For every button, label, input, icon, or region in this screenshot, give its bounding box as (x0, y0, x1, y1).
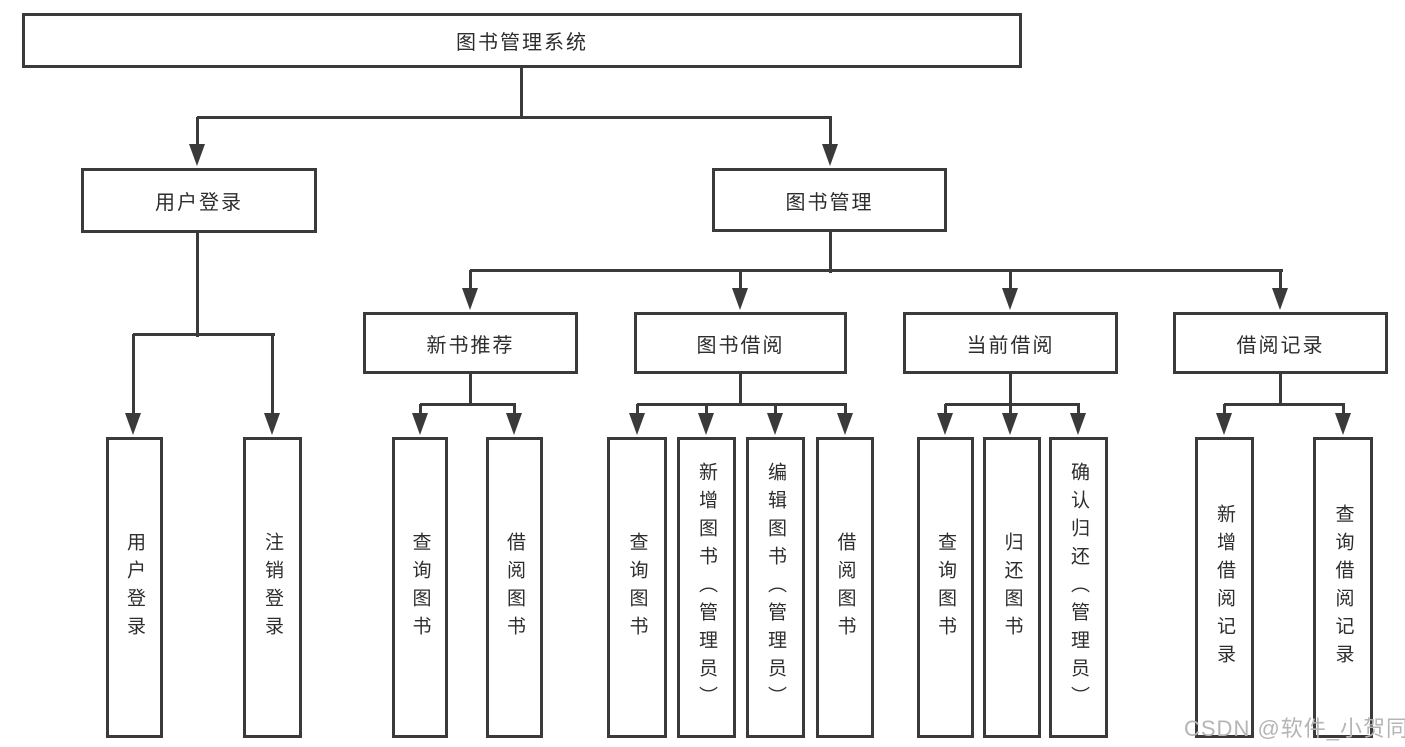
arrow-down-icon (1002, 413, 1018, 435)
arrow-down-icon (462, 288, 478, 310)
node-leaf-user-login: 用户登录 (106, 437, 163, 738)
connector-line (470, 268, 1283, 272)
node-new-book-recommend-label: 新书推荐 (426, 334, 515, 357)
connector-line (1008, 404, 1012, 421)
node-leaf-recommend-query-books: 查询图书 (392, 437, 448, 738)
connector-line (943, 404, 947, 421)
node-leaf-edit-books-admin-label: 编辑图书（管理员） (765, 461, 786, 714)
connector-line (270, 334, 274, 421)
node-book-management: 图书管理 (712, 168, 947, 232)
arrow-down-icon (837, 413, 853, 435)
node-user-login: 用户登录 (81, 168, 317, 233)
connector-line (828, 232, 832, 273)
node-leaf-recommend-query-books-label: 查询图书 (409, 531, 431, 644)
connector-line (1224, 402, 1345, 406)
node-borrow-records: 借阅记录 (1173, 312, 1388, 374)
arrow-down-icon (767, 413, 783, 435)
connector-line (1008, 374, 1012, 406)
arrow-down-icon (1002, 288, 1018, 310)
arrow-down-icon (822, 144, 838, 166)
node-user-login-label: 用户登录 (155, 192, 243, 214)
connector-line (420, 402, 516, 406)
node-leaf-lend-books-label: 借阅图书 (834, 531, 856, 644)
node-leaf-user-login-label: 用户登录 (124, 531, 145, 644)
connector-line (773, 404, 777, 421)
node-library-management-system: 图书管理系统 (22, 13, 1022, 68)
arrow-down-icon (698, 413, 714, 435)
node-leaf-confirm-return-admin-label: 确认归还（管理员） (1068, 461, 1089, 714)
node-borrow-records-label: 借阅记录 (1236, 334, 1325, 357)
connector-line (738, 270, 742, 296)
connector-line (843, 404, 847, 421)
connector-line (418, 404, 422, 421)
node-leaf-logout: 注销登录 (243, 437, 302, 738)
connector-line (1008, 270, 1012, 296)
arrow-down-icon (1335, 413, 1351, 435)
connector-line (519, 66, 523, 119)
node-leaf-current-query-books-label: 查询图书 (935, 531, 956, 644)
arrow-down-icon (412, 413, 428, 435)
node-leaf-return-books-label: 归还图书 (1001, 531, 1023, 644)
arrow-down-icon (937, 413, 953, 435)
node-current-borrow-label: 当前借阅 (966, 334, 1055, 357)
connector-line (637, 402, 847, 406)
node-leaf-current-query-books: 查询图书 (917, 437, 974, 738)
connector-line (468, 374, 472, 406)
node-leaf-confirm-return-admin: 确认归还（管理员） (1049, 437, 1108, 738)
node-leaf-query-borrow-record-label: 查询借阅记录 (1332, 503, 1354, 672)
arrow-down-icon (189, 144, 205, 166)
arrow-down-icon (1216, 413, 1232, 435)
arrow-down-icon (629, 413, 645, 435)
connector-line (1278, 374, 1282, 406)
node-leaf-add-borrow-record-label: 新增借阅记录 (1214, 503, 1235, 672)
connector-line (195, 232, 199, 337)
node-leaf-edit-books-admin: 编辑图书（管理员） (746, 437, 805, 738)
connector-line (1278, 270, 1282, 296)
connector-line (1341, 404, 1345, 421)
node-new-book-recommend: 新书推荐 (363, 312, 578, 374)
connector-line (195, 117, 199, 152)
watermark: CSDN @软件_小贺同学 (1184, 716, 1405, 741)
node-leaf-lend-books: 借阅图书 (816, 437, 874, 738)
node-library-management-system-label: 图书管理系统 (456, 32, 588, 54)
node-book-borrow-label: 图书借阅 (696, 334, 785, 357)
connector-line (1222, 404, 1226, 421)
connector-line (512, 404, 516, 421)
arrow-down-icon (732, 288, 748, 310)
connector-line (468, 270, 472, 296)
connector-line (197, 115, 832, 119)
node-leaf-add-borrow-record: 新增借阅记录 (1195, 437, 1254, 738)
node-leaf-borrow-query-books-label: 查询图书 (626, 531, 648, 644)
connector-line (131, 334, 135, 421)
node-leaf-borrow-query-books: 查询图书 (607, 437, 667, 738)
arrow-down-icon (1272, 288, 1288, 310)
connector-line (704, 404, 708, 421)
node-leaf-logout-label: 注销登录 (262, 531, 283, 644)
connector-line (828, 117, 832, 152)
node-leaf-recommend-borrow-books: 借阅图书 (486, 437, 543, 738)
connector-line (133, 332, 275, 336)
connector-line (738, 374, 742, 406)
node-leaf-query-borrow-record: 查询借阅记录 (1313, 437, 1373, 738)
arrow-down-icon (264, 413, 280, 435)
node-leaf-return-books: 归还图书 (983, 437, 1041, 738)
node-book-borrow: 图书借阅 (634, 312, 847, 374)
arrow-down-icon (506, 413, 522, 435)
node-leaf-add-books-admin: 新增图书（管理员） (677, 437, 736, 738)
node-leaf-add-books-admin-label: 新增图书（管理员） (696, 461, 717, 714)
arrow-down-icon (1070, 413, 1086, 435)
node-leaf-recommend-borrow-books-label: 借阅图书 (504, 531, 525, 644)
node-book-management-label: 图书管理 (785, 191, 874, 214)
arrow-down-icon (125, 413, 141, 435)
connector-line (1076, 404, 1080, 421)
connector-line (635, 404, 639, 421)
connector-line (945, 402, 1080, 406)
node-current-borrow: 当前借阅 (903, 312, 1118, 374)
